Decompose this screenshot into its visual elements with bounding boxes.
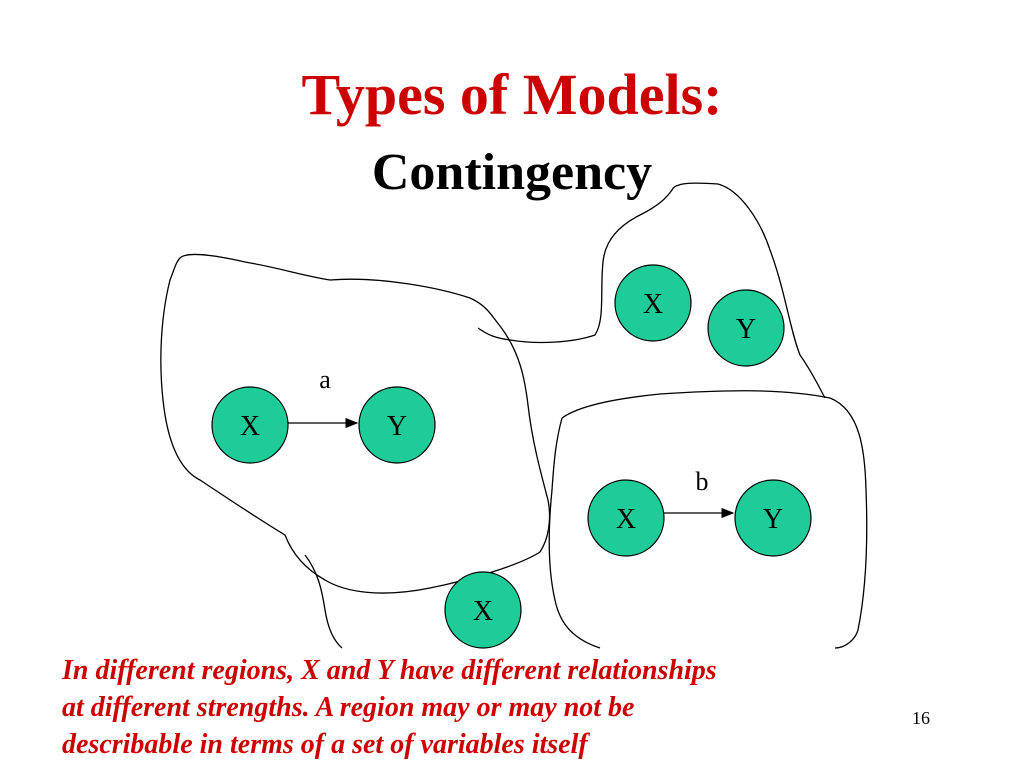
caption-line-3: describable in terms of a set of variabl… (62, 729, 588, 760)
region-a-node-x: X (211, 386, 289, 464)
region-a-node-y: Y (358, 386, 436, 464)
region-a-node-x-label: X (240, 411, 260, 442)
page-number: 16 (912, 708, 930, 728)
region-top-right-outline (477, 182, 826, 399)
region-b-node-x-label: X (616, 504, 636, 535)
slide-title: Types of Models: (301, 62, 723, 127)
region-b-node-y: Y (734, 479, 812, 557)
region-a-edge-label: a (319, 365, 331, 394)
region-a-outline (160, 253, 551, 594)
region-b-node-y-label: Y (763, 504, 783, 535)
bottom-left-boundary-line (304, 554, 343, 649)
slide-subtitle: Contingency (371, 144, 653, 201)
region-top-node-y-label: Y (736, 314, 756, 345)
caption-line-1: In different regions, X and Y have diffe… (62, 655, 717, 686)
region-a-node-y-label: Y (387, 411, 407, 442)
region-b-outline (548, 390, 868, 649)
slide-caption: In different regions, X and Y have diffe… (62, 652, 882, 763)
bottom-node-x: X (444, 571, 522, 649)
region-top-node-x-label: X (643, 289, 663, 320)
region-top-node-y: Y (707, 289, 785, 367)
region-b-node-x: X (587, 479, 665, 557)
caption-line-2: at different strengths. A region may or … (62, 692, 635, 723)
region-top-node-x: X (614, 264, 692, 342)
region-b-edge-label: b (696, 467, 709, 496)
bottom-node-x-label: X (473, 596, 493, 627)
